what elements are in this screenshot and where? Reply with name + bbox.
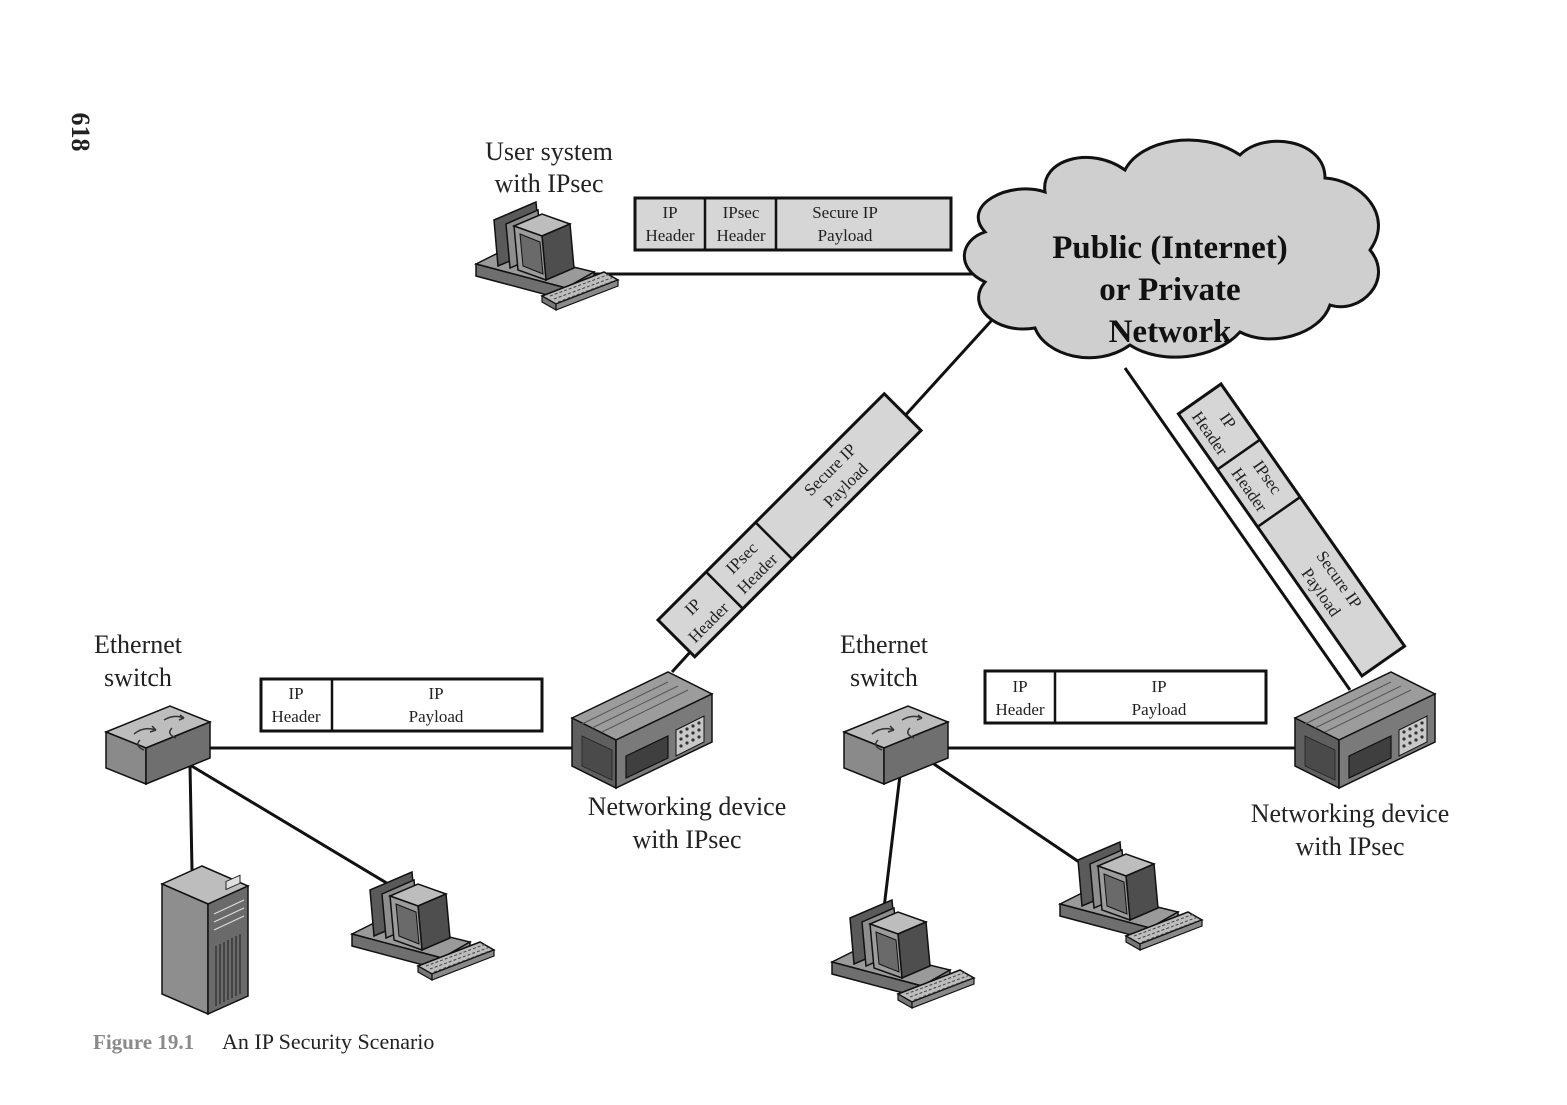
ip-header-label-l2: Header [995, 700, 1044, 719]
packet-plain-right: IP Header IP Payload [983, 669, 1268, 725]
left-switch-label-line1: Ethernet [94, 630, 183, 659]
link-rightdevice-cloud [1123, 367, 1352, 691]
computer-icon [351, 871, 495, 981]
ip-payload-label-l2: Payload [409, 707, 464, 726]
left-switch-label-line2: switch [104, 663, 172, 692]
ipsec-header-label-l1: IPsec [723, 203, 760, 222]
packet-secure-top: IP Header IPsec Header Secure IP Payload [633, 196, 953, 252]
link-leftswitch-server [188, 764, 194, 871]
left-device-label-line1: Networking device [588, 792, 787, 821]
link-rightswitch-pc2 [927, 758, 1089, 870]
switch-icon [843, 705, 949, 785]
ip-header-label-l1: IP [288, 684, 303, 703]
ip-header-label-l1: IP [1012, 677, 1027, 696]
cloud-label-line3: Network [1109, 314, 1232, 350]
figure-number: Figure 19.1 [93, 1030, 194, 1054]
ip-payload-label-l1: IP [1151, 677, 1166, 696]
user-system-label-line1: User system [485, 137, 613, 166]
ip-header-label-l2: Header [271, 707, 320, 726]
network-device-icon [571, 671, 713, 789]
right-device-label-line2: with IPsec [1295, 832, 1404, 861]
figure-caption: An IP Security Scenario [222, 1029, 434, 1054]
right-switch-label-line2: switch [850, 663, 918, 692]
cloud-label-line1: Public (Internet) [1052, 230, 1288, 266]
packet-secure-left: IP Header IPsec Header Secure IP Payload [655, 391, 924, 659]
computer-icon [831, 899, 975, 1009]
switch-icon [105, 705, 211, 785]
cloud-label-line2: or Private [1099, 272, 1240, 308]
packet-secure-right: IP Header IPsec Header Secure IP Payload [1176, 381, 1407, 679]
secure-payload-label-l1: Secure IP [812, 203, 878, 222]
right-switch-label-line1: Ethernet [840, 630, 929, 659]
left-device-label-line2: with IPsec [632, 825, 741, 854]
link-leftswitch-pc [189, 763, 396, 890]
network-device-icon [1294, 671, 1436, 789]
right-device-label-line1: Networking device [1251, 799, 1450, 828]
cloud-icon: Public (Internet) or Private Network [962, 138, 1380, 360]
ip-payload-label-l2: Payload [1132, 700, 1187, 719]
ip-header-label-l2: Header [645, 226, 694, 245]
packet-plain-left: IP Header IP Payload [259, 677, 544, 733]
ipsec-header-label-l2: Header [716, 226, 765, 245]
secure-payload-label-l2: Payload [818, 226, 873, 245]
user-system-label-line2: with IPsec [494, 169, 603, 198]
page-number: 618 [66, 113, 95, 152]
ip-header-label-l1: IP [662, 203, 677, 222]
computer-icon [1059, 841, 1203, 951]
link-rightswitch-pc1 [882, 774, 902, 909]
ip-payload-label-l1: IP [428, 684, 443, 703]
computer-icon [475, 201, 619, 311]
server-icon [161, 865, 249, 1015]
